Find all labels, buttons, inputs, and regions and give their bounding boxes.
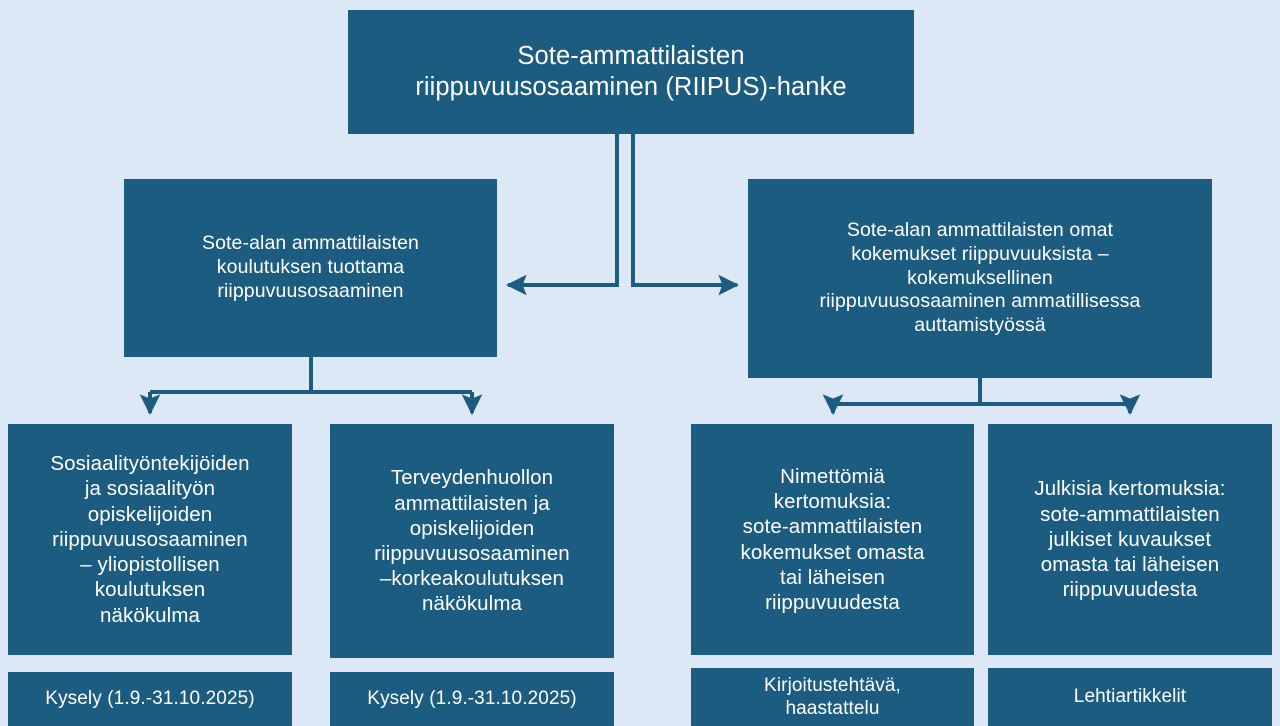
connector-root-to-koulutus — [505, 134, 619, 296]
node-kokemukset: Sote-alan ammattilaisten omat kokemukset… — [748, 179, 1212, 378]
node-method-lehtiartikkelit: Lehtiartikkelit — [988, 668, 1272, 726]
node-root-project: Sote-ammattilaisten riippuvuusosaaminen … — [348, 10, 914, 134]
node-koulutus: Sote-alan ammattilaisten koulutuksen tuo… — [124, 179, 497, 357]
node-terveydenhuolto: Terveydenhuollon ammattilaisten ja opisk… — [330, 424, 614, 658]
node-julkiset: Julkisia kertomuksia: sote-ammattilaiste… — [988, 424, 1272, 655]
node-method-kysely-2: Kysely (1.9.-31.10.2025) — [330, 672, 614, 726]
node-method-kysely-1: Kysely (1.9.-31.10.2025) — [8, 672, 292, 726]
node-nimettomat: Nimettömiä kertomuksia: sote-ammattilais… — [691, 424, 974, 655]
connector-root-to-kokemukset — [631, 134, 740, 296]
node-sosiaalityo: Sosiaalityöntekijöiden ja sosiaalityön o… — [8, 424, 292, 655]
node-method-kirjoitustehtava: Kirjoitustehtävä, haastattelu — [691, 668, 974, 726]
